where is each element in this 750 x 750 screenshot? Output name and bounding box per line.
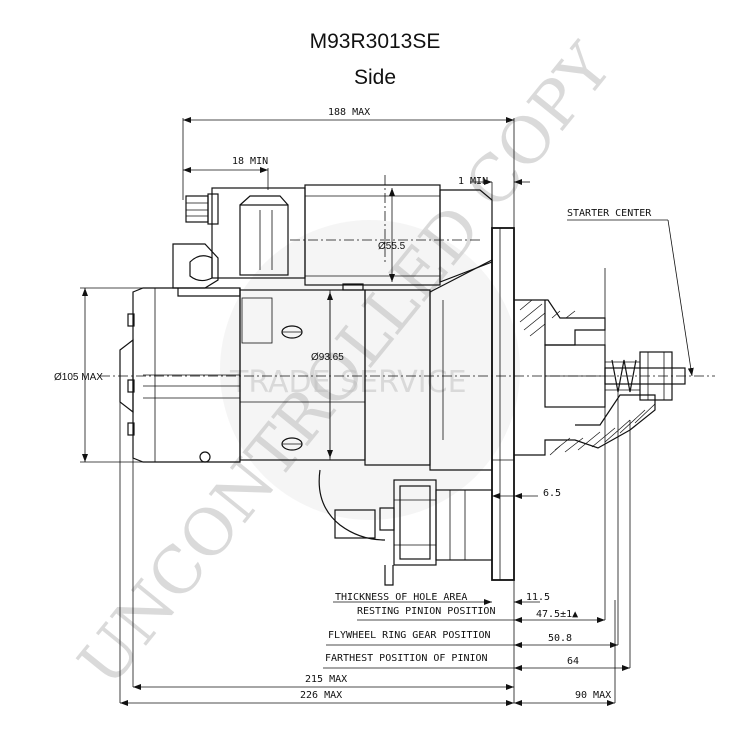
dim-90-max: 90 MAX — [575, 690, 611, 701]
watermark-disc — [220, 220, 520, 520]
dim-dia-93-65: Ø93.65 — [311, 352, 344, 363]
pinion-shaft — [604, 351, 686, 401]
dim-1-min: 1 MIN — [458, 176, 488, 187]
label-starter-center: STARTER CENTER — [567, 208, 652, 219]
label-ring-gear: FLYWHEEL RING GEAR POSITION — [328, 630, 491, 641]
dim-6-5: 6.5 — [543, 488, 561, 499]
dim-18-min: 18 MIN — [232, 156, 268, 167]
label-resting-pinion: RESTING PINION POSITION — [357, 606, 495, 617]
dim-11-5: 11.5 — [526, 592, 550, 603]
dim-dia-105-max: Ø105 MAX — [54, 372, 103, 383]
dim-47-5: 47.5±1▲ — [536, 609, 578, 620]
solenoid — [172, 184, 493, 297]
dimensions: 188 MAX 18 MIN 1 MIN STARTER CENTER Ø55.… — [54, 107, 694, 706]
dim-188-max: 188 MAX — [328, 107, 370, 118]
dim-226-max: 226 MAX — [300, 690, 342, 701]
dim-215-max: 215 MAX — [305, 674, 347, 685]
watermark-secondary: TRADE SERVICE — [229, 365, 467, 400]
label-hole-area: THICKNESS OF HOLE AREA — [335, 592, 467, 603]
page-subtitle: Side — [353, 66, 397, 89]
mounting-flange — [491, 227, 515, 581]
dim-dia-55-5: Ø55.5 — [378, 241, 406, 252]
page-title: M93R3013SE — [309, 30, 441, 53]
dim-50-8: 50.8 — [548, 633, 572, 644]
dim-64: 64 — [567, 656, 579, 667]
label-farthest-pinion: FARTHEST POSITION OF PINION — [325, 653, 488, 664]
pinion-housing — [514, 268, 656, 456]
